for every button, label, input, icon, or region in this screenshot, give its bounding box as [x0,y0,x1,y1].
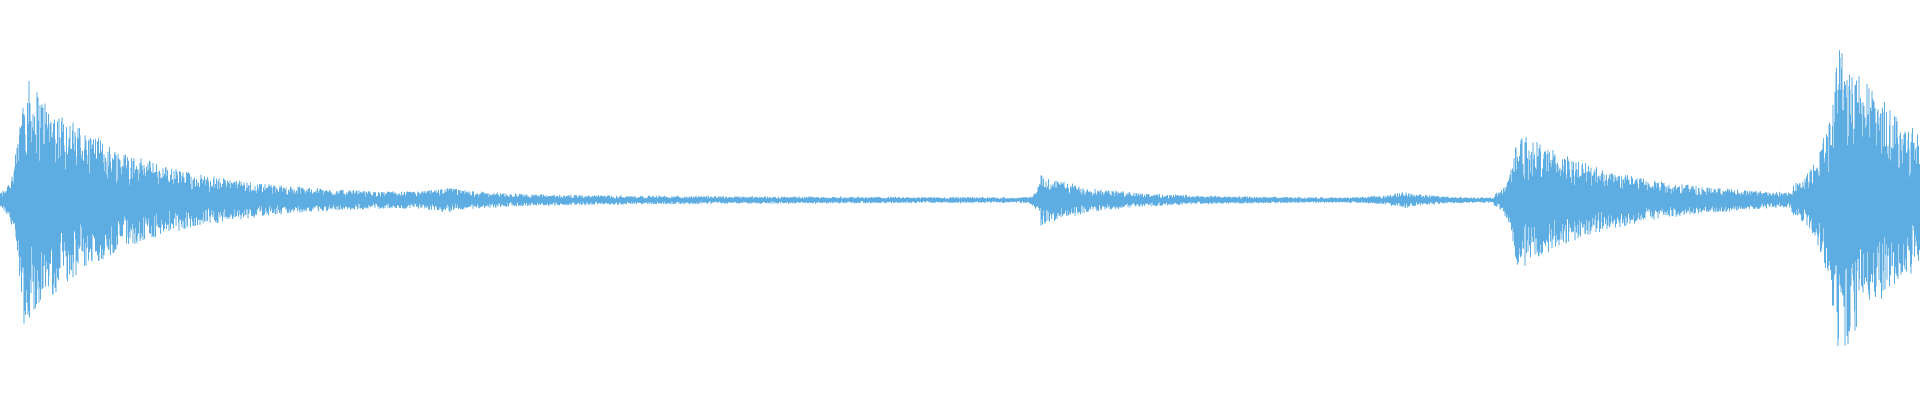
waveform-trace [0,50,1920,346]
